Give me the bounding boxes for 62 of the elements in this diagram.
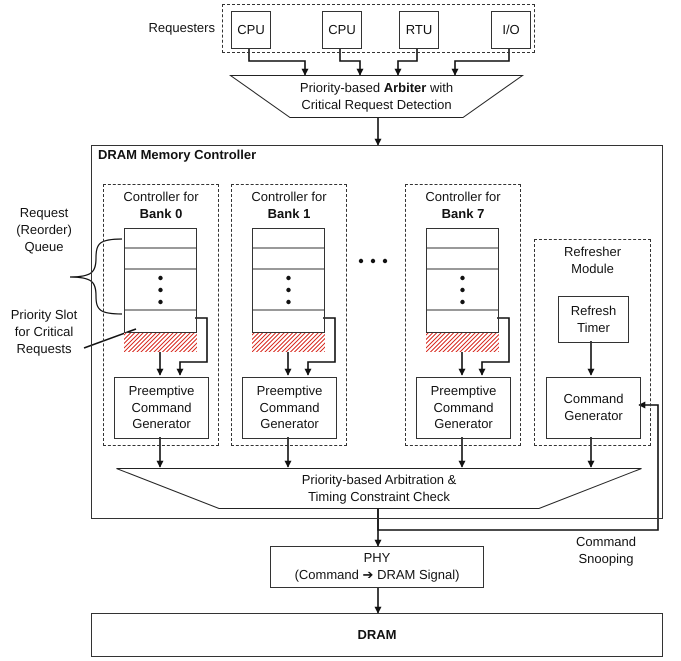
command-generator-box	[416, 377, 511, 439]
bank-controller-group	[405, 184, 521, 446]
arbitration-trapezoid	[116, 468, 642, 509]
bank-controller-group	[231, 184, 347, 446]
group-label: Controller for Bank 7	[424, 189, 502, 223]
arrow	[176, 317, 208, 376]
arrow	[588, 437, 594, 468]
node-label: Preemptive Command Generator	[256, 382, 324, 434]
arrow	[374, 118, 382, 146]
arrow	[377, 402, 659, 531]
node-label: DRAM	[358, 626, 396, 644]
node-label: (Command ➔ DRAM Signal)	[294, 567, 460, 584]
bank-controller-group	[103, 184, 219, 446]
arrow	[478, 317, 510, 376]
arrow	[156, 437, 164, 468]
arrow	[304, 317, 336, 376]
requester-box	[231, 11, 271, 49]
queue-label: Request (Reorder) Queue	[15, 205, 73, 256]
arrow	[284, 437, 292, 468]
command-generator-box	[242, 377, 337, 439]
priority-slot	[426, 332, 499, 352]
group-label: Controller for Bank 1	[250, 189, 328, 223]
memory-controller-box	[91, 145, 663, 519]
node-label: PHY	[364, 550, 390, 567]
node-label: RTU	[406, 22, 432, 38]
requester-box	[399, 11, 439, 49]
group-label: Refresher Module	[562, 244, 622, 278]
group-label: Controller for Bank 0	[122, 189, 200, 223]
phy-box	[270, 546, 484, 588]
dram-box	[91, 613, 663, 657]
node-label: CPU	[328, 22, 356, 38]
arrow	[458, 437, 466, 468]
node-label: Preemptive Command Generator	[430, 382, 498, 434]
group-label: Requesters	[148, 20, 215, 37]
node-label: Preemptive Command Generator	[128, 382, 196, 434]
command-generator-box	[114, 377, 209, 439]
priority-slot	[124, 332, 197, 352]
arrow	[394, 48, 418, 76]
node-label: Priority-based Arbitration & Timing Constraint Check	[300, 472, 458, 506]
priority-slot	[252, 332, 325, 352]
command-generator-box	[546, 377, 641, 439]
arbiter-trapezoid	[230, 75, 523, 118]
refresh-timer-box	[558, 296, 629, 343]
request-queue	[124, 228, 197, 351]
arrow	[248, 48, 308, 76]
leader-line	[84, 328, 136, 349]
node-label: Command Generator	[562, 391, 624, 425]
requester-box	[491, 11, 531, 49]
requester-box	[322, 11, 362, 49]
node-label: Priority-based Arbiter with Critical Request Detection	[298, 80, 454, 114]
refresher-group	[534, 239, 651, 446]
arrow	[374, 588, 382, 614]
request-queue	[252, 228, 325, 351]
arrow	[588, 341, 594, 376]
node-label: I/O	[502, 22, 520, 38]
arrow	[339, 48, 364, 76]
arrow	[452, 48, 510, 76]
node-label: Refresh Timer	[570, 302, 618, 336]
callout-text: Priority Slot for Critical Requests	[10, 307, 78, 358]
request-queue	[426, 228, 499, 351]
group-title: DRAM Memory Controller	[98, 147, 256, 164]
node-label: CPU	[237, 22, 265, 38]
